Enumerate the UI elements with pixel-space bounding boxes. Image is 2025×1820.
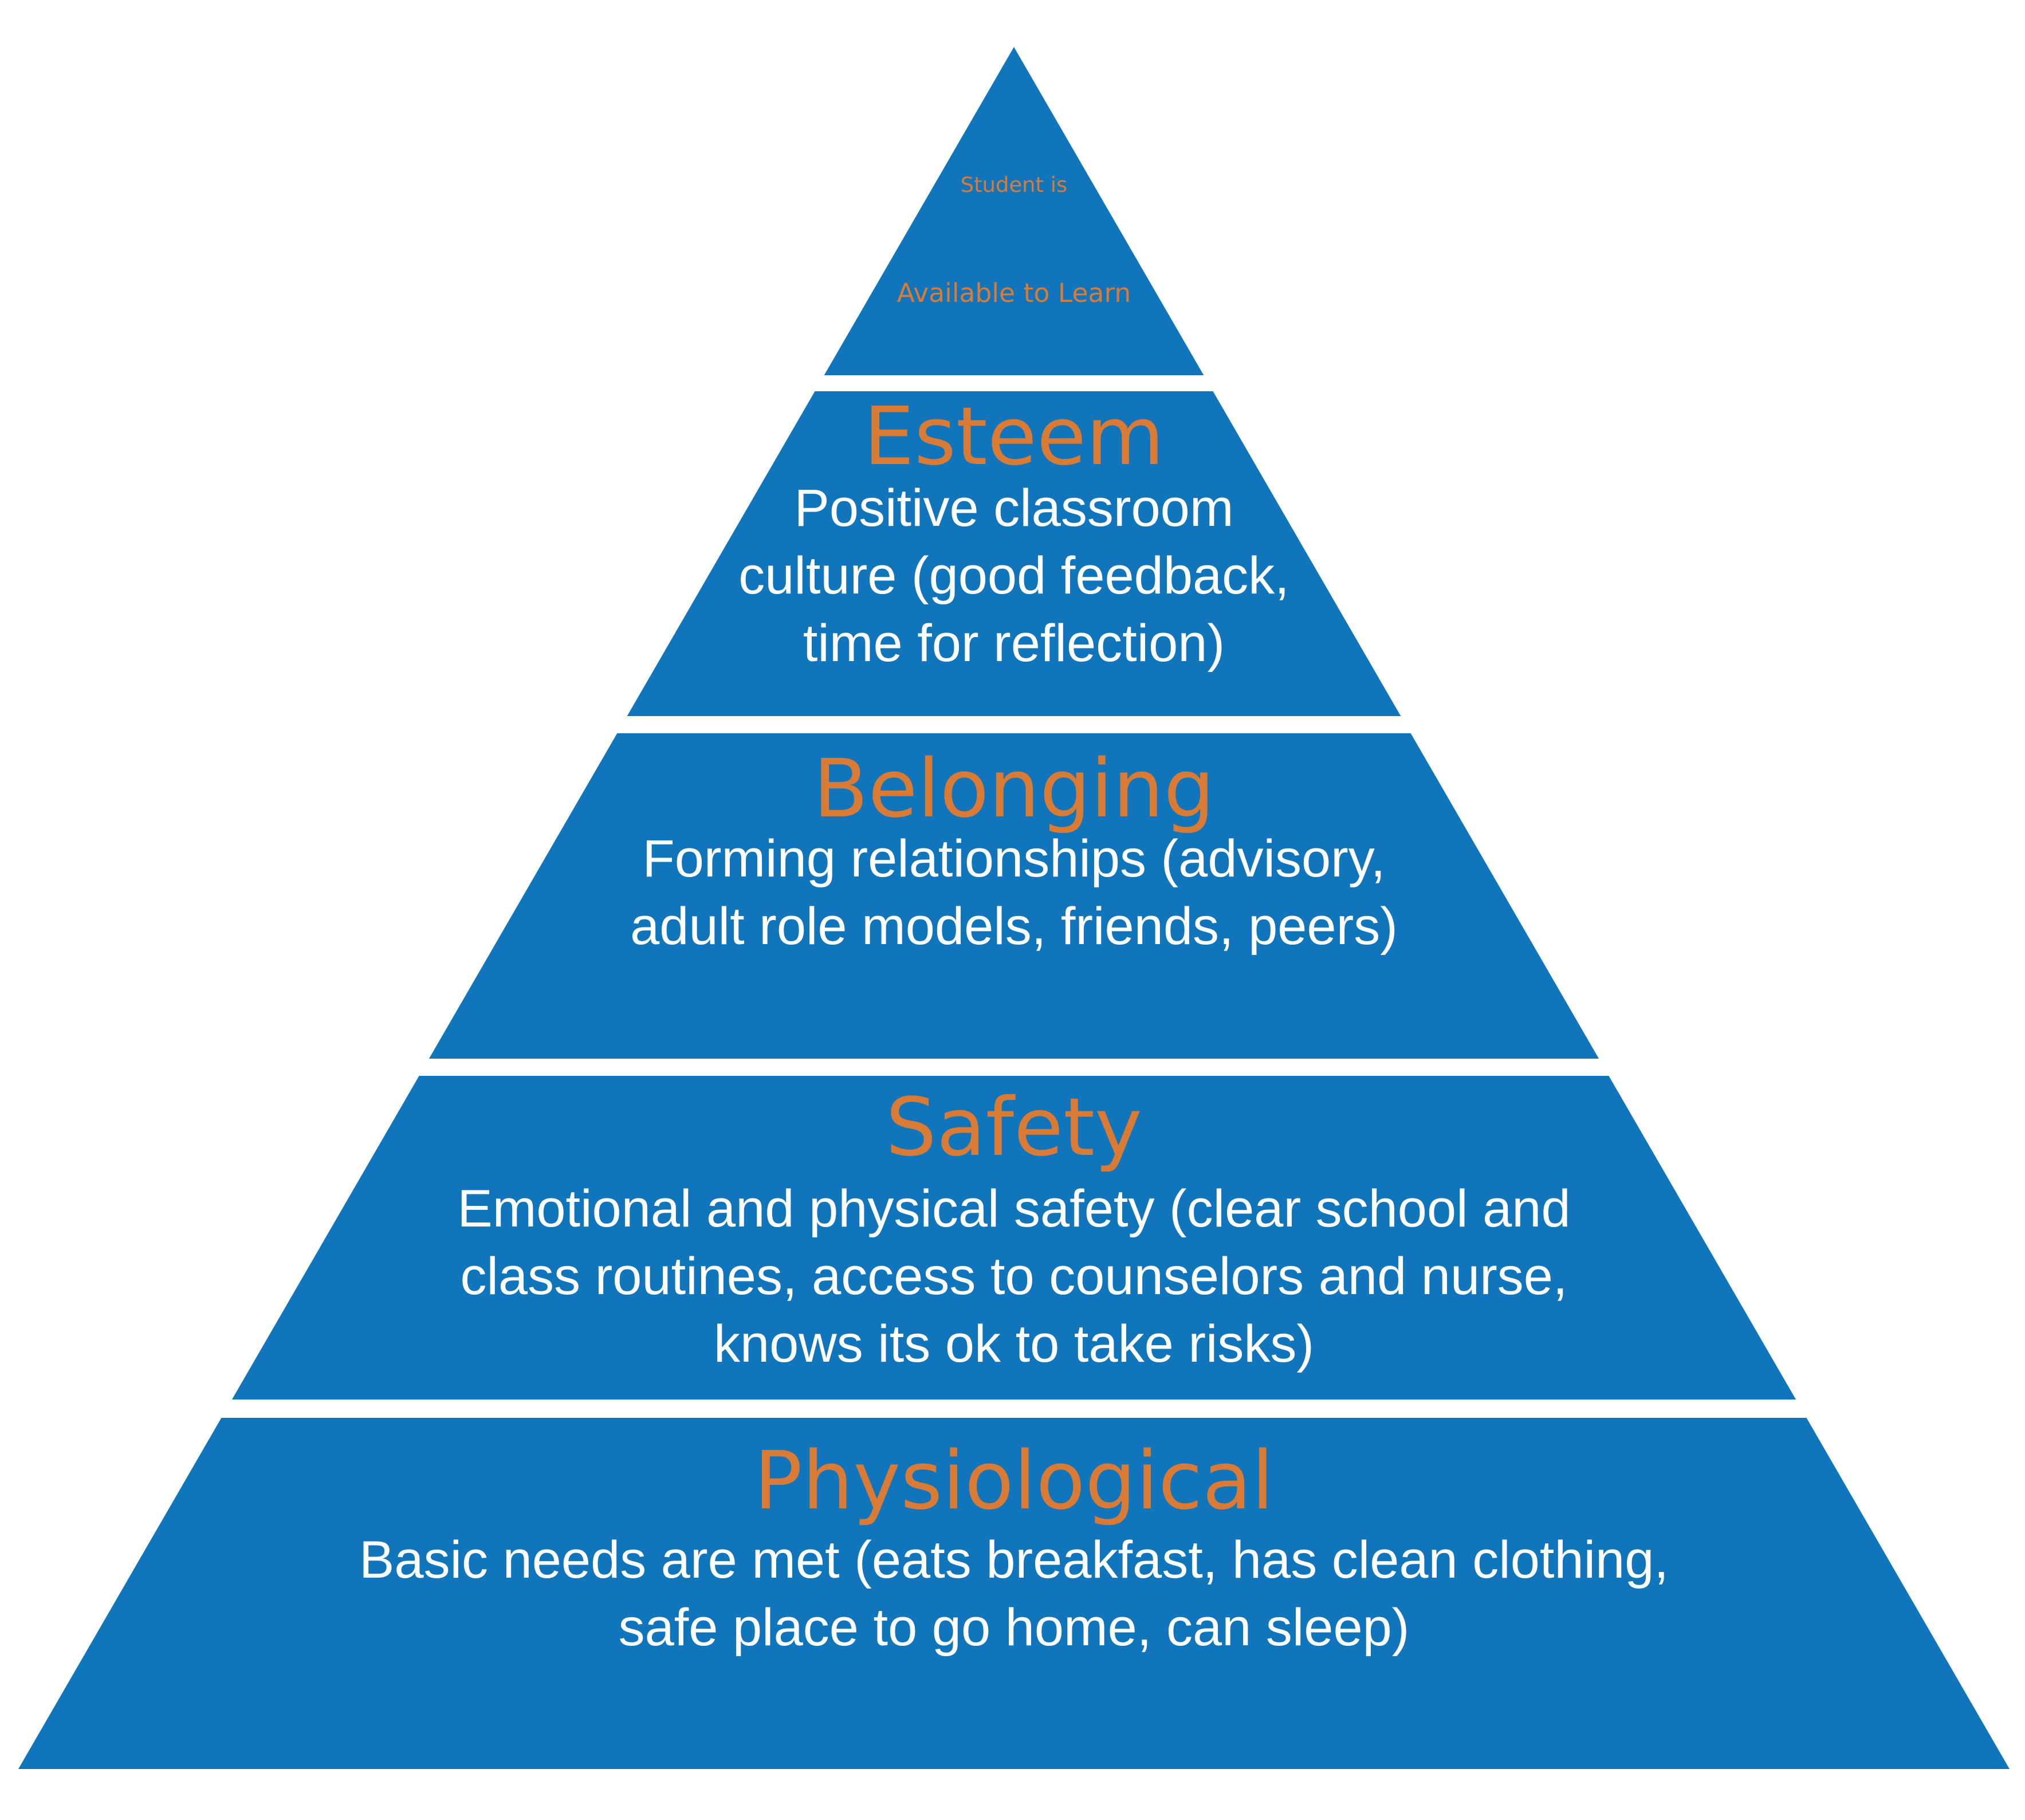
tier-safety-description: Emotional and physical safety (clear sch…: [457, 1180, 1570, 1238]
tier-esteem-title: Esteem: [864, 390, 1165, 484]
tier-safety-description: class routines, access to counselors and…: [461, 1247, 1568, 1306]
tier-top-title: Student is: [961, 172, 1067, 197]
tier-top-title: Available to Learn: [897, 278, 1131, 308]
tier-belonging-title: Belonging: [813, 742, 1215, 836]
tier-safety: [231, 1076, 1796, 1400]
pyramid-tiers: [18, 47, 2010, 1769]
tier-physiological: [18, 1418, 2010, 1769]
pyramid-labels: Student is Available to LearnEsteemPositi…: [359, 172, 1669, 1657]
tier-belonging-description: Forming relationships (advisory,: [643, 830, 1386, 888]
tier-physiological-title: Physiological: [754, 1434, 1273, 1528]
tier-esteem-description: culture (good feedback,: [738, 547, 1289, 605]
tier-physiological-description: safe place to go home, can sleep): [619, 1598, 1410, 1657]
tier-esteem: [627, 391, 1401, 716]
tier-top: [824, 47, 1204, 375]
tier-physiological-description: Basic needs are met (eats breakfast, has…: [359, 1531, 1669, 1589]
tier-esteem-description: Positive classroom: [795, 479, 1234, 537]
tier-esteem-description: time for reflection): [803, 614, 1225, 673]
tier-safety-title: Safety: [886, 1081, 1142, 1174]
tier-safety-description: knows its ok to take risks): [714, 1315, 1314, 1373]
tier-belonging-description: adult role models, friends, peers): [630, 897, 1398, 956]
tier-belonging: [428, 733, 1599, 1059]
